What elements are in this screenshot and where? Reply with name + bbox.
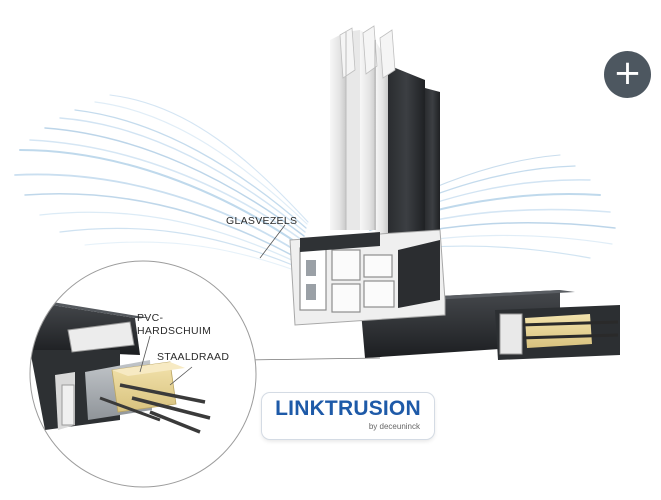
- logo-wordmark: LINKTRUSION: [275, 397, 421, 420]
- expand-button[interactable]: +: [604, 51, 651, 98]
- glass-fibers-left: [14, 94, 309, 271]
- frame-bottom: [360, 290, 620, 360]
- leader-line-glass-fibers: [259, 224, 286, 259]
- label-glass-fibers: GLASVEZELS: [226, 215, 298, 227]
- leader-line-zoom: [244, 357, 381, 361]
- plus-icon: +: [613, 53, 642, 93]
- logo-byline: by deceuninck: [368, 422, 420, 431]
- label-pvc-foam-line2: HARDSCHUIM: [137, 325, 212, 337]
- frame-cross-section: [289, 229, 446, 326]
- label-steel-wire: STAALDRAAD: [157, 351, 230, 363]
- detail-zoom-circle: [29, 260, 257, 488]
- linktrusion-logo: LINKTRUSION by deceuninck: [262, 393, 434, 439]
- label-pvc-foam-line1: PVC-: [137, 312, 164, 324]
